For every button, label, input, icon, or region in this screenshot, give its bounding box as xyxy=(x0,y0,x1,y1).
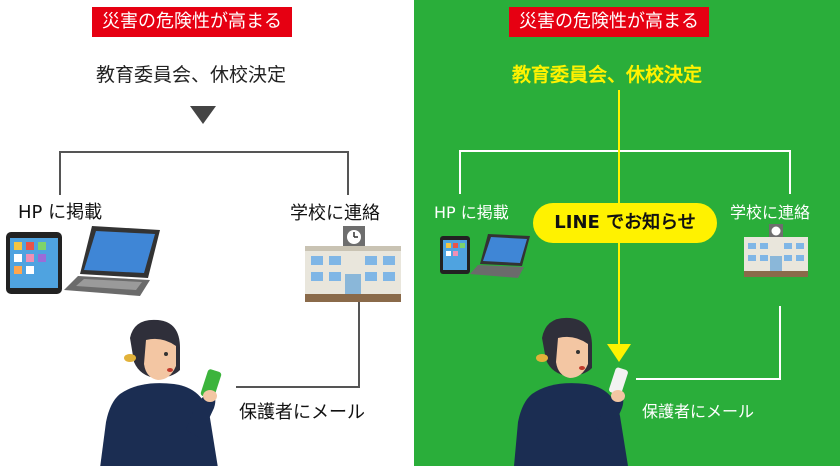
school-building-icon xyxy=(744,224,808,277)
right-decision-text: 教育委員会、休校決定 xyxy=(512,64,703,86)
line-notice-label: LINE でお知らせ xyxy=(554,212,696,233)
right-panel: 災害の危険性が高まる 教育委員会、休校決定 HP に掲載 学校に連絡 LINE … xyxy=(414,0,840,466)
branch-left-drop xyxy=(59,151,61,195)
left-mail-label: 保護者にメール xyxy=(239,402,365,423)
right-mail-line xyxy=(636,378,781,380)
tablet-icon xyxy=(440,236,470,274)
school-to-mail-line xyxy=(358,302,360,388)
parent-with-phone-icon xyxy=(100,319,222,466)
right-mail-label: 保護者にメール xyxy=(642,402,755,421)
left-school-label: 学校に連絡 xyxy=(290,203,380,224)
left-banner: 災害の危険性が高まる xyxy=(92,7,292,37)
right-school-label: 学校に連絡 xyxy=(730,203,811,222)
parent-with-phone-icon xyxy=(514,317,628,466)
left-panel: 災害の危険性が高まる 教育委員会、休校決定 HP に掲載 学校に連絡 xyxy=(0,0,414,466)
left-hp-label: HP に掲載 xyxy=(18,202,103,223)
right-branch-left-drop xyxy=(459,150,461,194)
branch-line xyxy=(59,151,349,153)
tablet-icon xyxy=(6,232,62,294)
mail-line xyxy=(236,386,360,388)
laptop-icon xyxy=(470,234,530,278)
right-hp-label: HP に掲載 xyxy=(434,203,509,222)
line-notice-pill: LINE でお知らせ xyxy=(533,203,717,243)
branch-right-drop xyxy=(347,151,349,195)
right-branch-line xyxy=(459,150,791,152)
right-banner: 災害の危険性が高まる xyxy=(509,7,709,37)
left-decision-text: 教育委員会、休校決定 xyxy=(96,64,287,86)
right-branch-right-drop xyxy=(789,150,791,194)
right-school-to-mail-line xyxy=(779,306,781,380)
line-arrow-icon xyxy=(607,344,631,362)
down-triangle-icon xyxy=(190,106,216,124)
school-building-icon xyxy=(305,226,401,302)
laptop-icon xyxy=(64,226,160,296)
